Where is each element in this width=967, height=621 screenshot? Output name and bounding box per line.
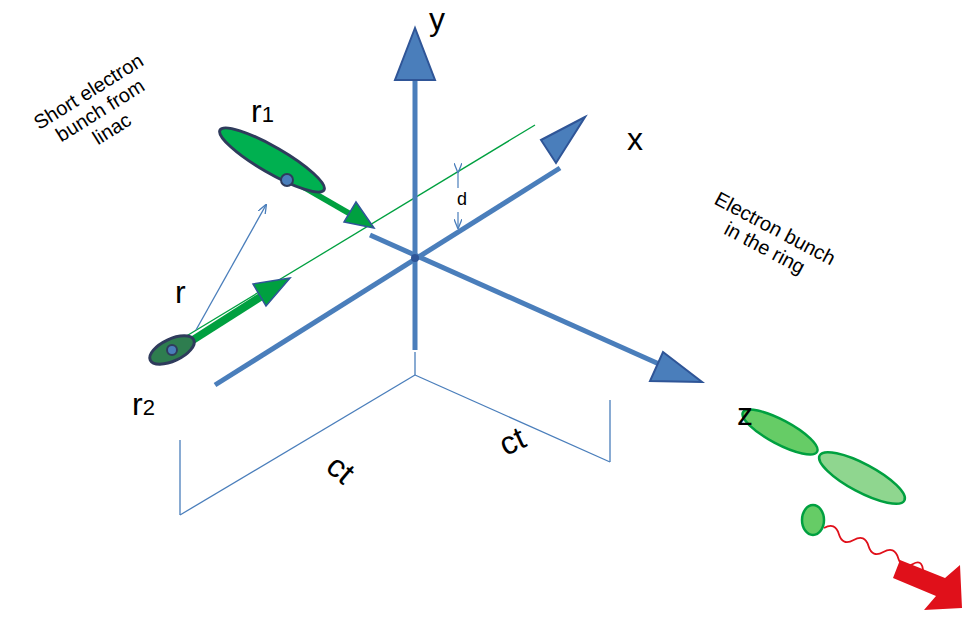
x-arrowhead [541,117,585,163]
vector-label: r [175,275,186,310]
x-axis [215,168,560,385]
dimension-line [180,375,415,515]
reference-line [160,125,535,352]
position-label: r1 [251,94,274,129]
origin-dot [411,254,419,262]
dimension-label: ct [320,448,362,491]
y-axis [413,80,418,350]
axis-label: y [429,2,445,37]
axis-label: x [627,122,643,157]
dimension-line [415,375,610,462]
separation-vector [196,205,266,330]
bunch-caption: Short electron bunch from linac [23,45,177,175]
ring-bunch [813,443,911,513]
slice-bunch [802,505,824,535]
dimension-label: ct [494,420,531,462]
linac-bunch-r1 [214,119,331,202]
z-arrowhead [650,352,702,382]
radiation-arrow [893,560,962,610]
bunch-velocity-arrow [185,296,262,345]
distance-label: d [455,190,469,210]
position-label: r2 [132,387,155,422]
linac-bunch-r2 [146,330,199,370]
bunch-caption: Electron bunch in the ring [693,183,846,292]
axis-label: z [737,397,753,432]
